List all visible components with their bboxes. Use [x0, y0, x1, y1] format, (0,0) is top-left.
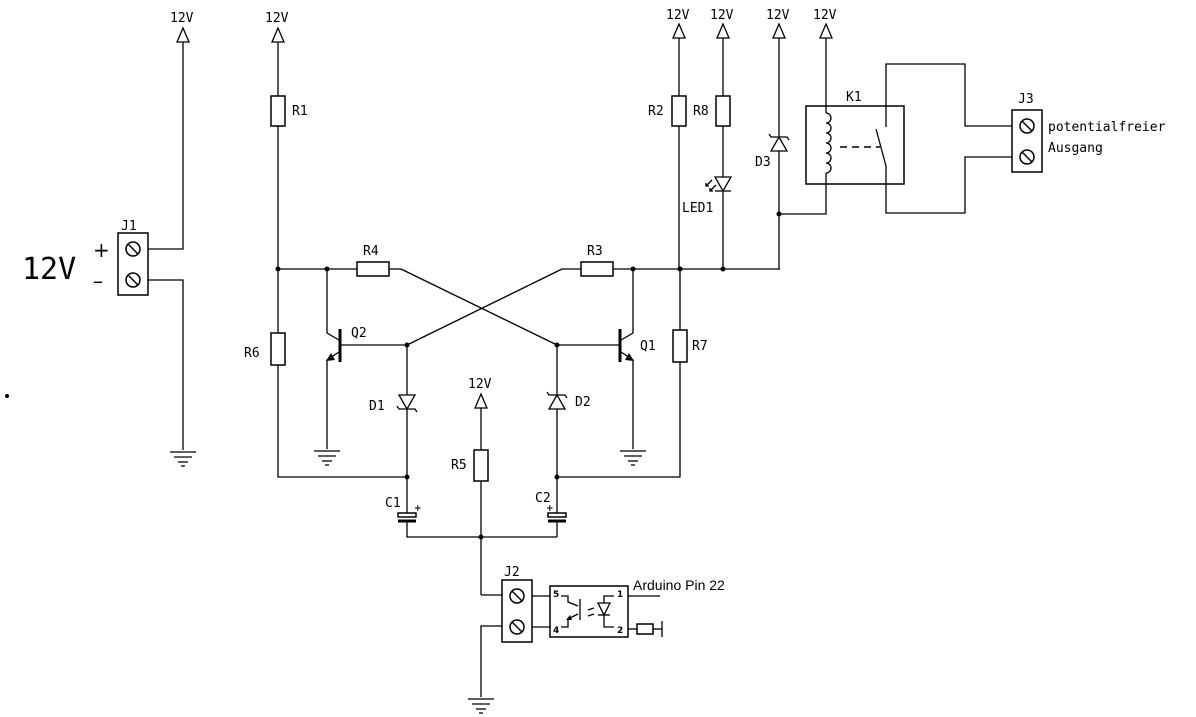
svg-text:R8: R8: [693, 104, 709, 119]
optocoupler: 5 4 1 2: [549, 585, 629, 638]
svg-text:R3: R3: [587, 244, 603, 259]
capacitor-c2: + C2: [535, 491, 567, 523]
svg-text:12V: 12V: [666, 8, 690, 23]
svg-text:12V: 12V: [468, 377, 492, 392]
ground-q2: [313, 450, 341, 466]
svg-text:2: 2: [617, 626, 623, 636]
capacitor-c1: + C1: [385, 496, 422, 523]
svg-text:12V: 12V: [813, 8, 837, 23]
transistor-q1: Q1: [557, 269, 656, 449]
zener-d1: D1: [369, 394, 418, 414]
svg-text:R1: R1: [292, 104, 308, 119]
supply-12v-r5: 12V: [468, 377, 492, 409]
svg-text:5: 5: [553, 590, 559, 600]
resistor-r6: R6: [244, 332, 286, 366]
resistor-r4: R4: [356, 244, 390, 277]
arduino-pin-label: Arduino Pin 22: [633, 577, 725, 593]
resistor-r1: R1: [270, 95, 308, 127]
zener-d2: D2: [546, 391, 591, 410]
resistor-r5: R5: [451, 449, 489, 482]
diode-d3: D3: [755, 133, 790, 170]
svg-text:LED1: LED1: [682, 201, 713, 216]
svg-text:+: +: [414, 504, 422, 514]
led-led1: LED1: [682, 176, 733, 216]
svg-text:+: +: [546, 504, 554, 514]
svg-text:–: –: [93, 269, 103, 293]
transistor-q2: Q2: [326, 269, 407, 449]
resistor-r7: R7: [672, 329, 708, 363]
svg-text:J2: J2: [504, 565, 520, 580]
svg-text:R4: R4: [363, 244, 379, 259]
svg-text:12V: 12V: [265, 11, 289, 26]
resistor-r3: R3: [580, 244, 614, 277]
svg-text:+: +: [93, 238, 110, 262]
svg-text:12V: 12V: [170, 11, 194, 26]
svg-text:12V: 12V: [766, 8, 790, 23]
svg-text:K1: K1: [846, 90, 862, 105]
svg-text:R2: R2: [648, 104, 664, 119]
resistor-opto: [636, 623, 654, 635]
svg-text:12V: 12V: [710, 8, 734, 23]
svg-text:12V: 12V: [22, 252, 76, 287]
supply-12v-r8: 12V: [710, 8, 734, 39]
ground-j2: [467, 698, 495, 714]
connector-j2: J2: [501, 565, 533, 643]
supply-12v-d3: 12V: [766, 8, 790, 39]
svg-text:C1: C1: [385, 496, 401, 511]
resistor-r8: R8: [693, 95, 731, 127]
svg-text:D1: D1: [369, 399, 385, 414]
svg-text:J3: J3: [1018, 92, 1034, 107]
svg-text:Q1: Q1: [640, 339, 656, 354]
svg-text:J1: J1: [121, 219, 137, 234]
supply-12v-r2: 12V: [666, 8, 690, 39]
svg-text:R5: R5: [451, 458, 467, 473]
svg-text:potentialfreier: potentialfreier: [1048, 120, 1166, 135]
svg-text:Ausgang: Ausgang: [1048, 141, 1103, 156]
supply-12v-k1: 12V: [813, 8, 837, 39]
svg-text:C2: C2: [535, 491, 551, 506]
ground-q1: [619, 450, 647, 466]
svg-text:1: 1: [617, 590, 623, 600]
svg-text:Q2: Q2: [351, 326, 367, 341]
svg-text:R7: R7: [692, 339, 708, 354]
ground-j1: [169, 451, 197, 467]
connector-j3: J3 potentialfreier Ausgang: [1011, 92, 1166, 173]
supply-12v-j1: 12V: [170, 11, 194, 43]
svg-text:R6: R6: [244, 346, 260, 361]
connector-j1: 12V + – J1: [22, 219, 149, 296]
relay-k1: K1: [805, 90, 905, 185]
svg-text:D2: D2: [575, 395, 591, 410]
svg-text:D3: D3: [755, 155, 771, 170]
resistor-r2: R2: [648, 95, 687, 127]
svg-text:4: 4: [553, 626, 559, 636]
supply-12v-r1: 12V: [265, 11, 289, 43]
